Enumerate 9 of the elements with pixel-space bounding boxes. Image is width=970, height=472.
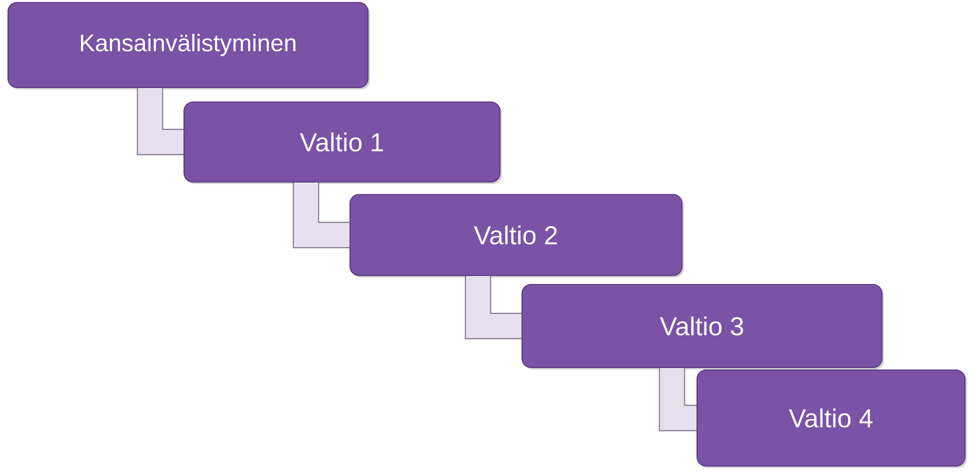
- process-box: Valtio 4: [696, 370, 967, 468]
- bent-connector: [464, 276, 522, 340]
- process-box: Valtio 2: [350, 194, 684, 278]
- bent-connector: [136, 88, 184, 156]
- process-box: Valtio 1: [184, 102, 502, 184]
- process-box: Kansainvälistyminen: [8, 2, 370, 90]
- bent-connector: [292, 182, 350, 248]
- bent-connector: [658, 368, 696, 432]
- process-box: Valtio 3: [522, 284, 884, 370]
